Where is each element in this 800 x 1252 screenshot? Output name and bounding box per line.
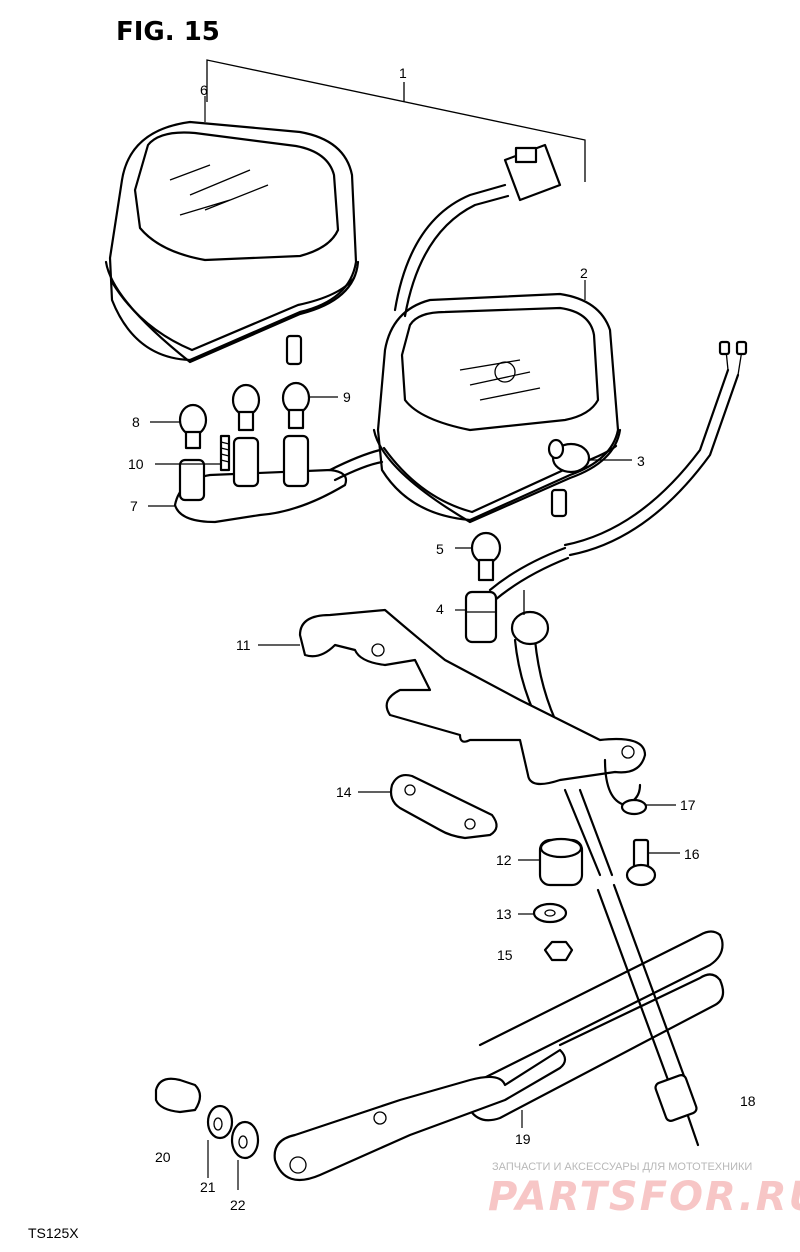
bulb-lead-wire-2 [493,556,570,602]
callout-17: 17 [680,797,696,813]
callout-16: 16 [684,846,700,862]
callout-13: 13 [496,906,512,922]
grommet-part-20 [154,1077,202,1114]
callout-19: 19 [515,1131,531,1147]
watermark-caption: ЗАПЧАСТИ И АКСЕССУАРЫ ДЛЯ МОТОТЕХНИКИ [492,1161,752,1173]
watermark: ЗАПЧАСТИ И АКСЕССУАРЫ ДЛЯ МОТОТЕХНИКИ PA… [488,1161,800,1220]
figure-title: FIG. 15 [116,17,220,47]
leader-lines [148,96,680,1190]
tachometer-part-6 [104,120,360,366]
washer-part-22 [230,1120,260,1160]
bulb-part-8 [178,403,208,450]
callout-2: 2 [580,265,588,281]
callout-10: 10 [128,456,144,472]
screw-part-10 [219,434,231,472]
callout-22: 22 [230,1197,246,1213]
main-wire [563,340,748,557]
socket-part-4 [464,590,498,644]
callout-8: 8 [132,414,140,430]
washer-part-13 [532,902,568,924]
speedometer-part-2 [372,292,622,524]
bulb-lead-wire [488,546,567,592]
watermark-brand: PARTSFOR.RU [488,1174,800,1220]
bulb-part-9 [281,381,311,430]
cable-guide-part-19 [465,930,725,1122]
callout-7: 7 [130,498,138,514]
plate-part-14 [389,773,498,840]
callout-4: 4 [436,601,444,617]
callout-21: 21 [200,1179,216,1195]
assembly-bracket [206,59,586,182]
bulb-tach-center [231,383,261,432]
callout-3: 3 [637,453,645,469]
callout-6: 6 [200,82,208,98]
bulb-holder-plate-part-7 [173,434,384,524]
cushion-part-12 [538,837,584,887]
callout-20: 20 [155,1149,171,1165]
spacer-part-21 [206,1104,234,1140]
callout-12: 12 [496,852,512,868]
speedo-cable-part-18 [563,788,700,1147]
callout-14: 14 [336,784,352,800]
callout-15: 15 [497,947,513,963]
nut-part-15 [543,940,574,962]
model-code: TS125X [28,1225,79,1241]
callout-labels: 1 2 3 4 5 6 7 8 9 10 11 12 13 14 15 16 1… [128,65,756,1213]
callout-5: 5 [436,541,444,557]
bolt-part-16 [625,838,657,887]
grommet-part-3 [547,438,591,474]
wire-harness [393,143,562,318]
callout-1: 1 [399,65,407,81]
callout-9: 9 [343,389,351,405]
bulb-part-5 [470,531,502,582]
callout-11: 11 [236,637,251,653]
washer-part-17 [620,798,648,816]
lower-bracket-arm [273,1048,567,1182]
callout-18: 18 [740,1093,756,1109]
